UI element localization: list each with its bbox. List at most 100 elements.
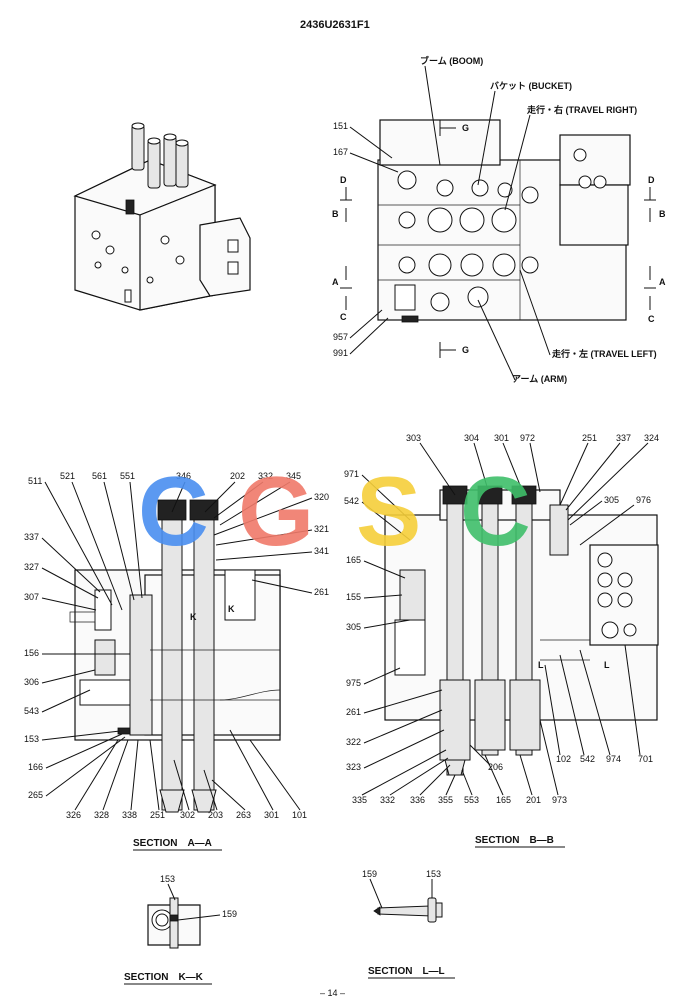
callout-p323: 323 [346,762,361,772]
callout-p307: 307 [24,592,39,602]
section-bb-drawing: L L [384,485,659,776]
label-boom: ブーム (BOOM) [420,55,483,66]
l-marker-2: L [604,660,610,670]
callout-p305a: 305 [604,495,619,505]
callout-c_left: C [340,312,347,322]
callout-p261: 261 [346,707,361,717]
callout-p156: 156 [24,648,39,658]
callout-p332: 332 [380,795,395,805]
section-kk-title: SECTION K—K [124,972,204,983]
callout-151: 151 [333,121,348,131]
callout-957: 957 [333,332,348,342]
callout-p301: 301 [494,433,509,443]
callout-p511: 511 [28,476,42,486]
callout-p701: 701 [638,754,653,764]
callout-p332: 332 [258,471,273,481]
callout-p263: 263 [236,810,251,820]
callout-p261: 261 [314,587,329,597]
callout-p328: 328 [94,810,109,820]
callout-p561: 561 [92,471,107,481]
callout-p201: 201 [526,795,541,805]
callout-p346: 346 [176,471,191,481]
watermark: C G S C [138,456,531,566]
callout-p971: 971 [344,469,359,479]
callout-p335: 335 [352,795,367,805]
callout-p976: 976 [636,495,651,505]
callout-g_top: G [462,123,469,133]
callout-p202: 202 [230,471,245,481]
callout-p159: 159 [362,869,377,879]
watermark-letter-2: G [238,456,314,566]
callout-b_left: B [332,209,339,219]
callout-p203: 203 [208,810,223,820]
watermark-letter-1: C [138,456,209,566]
callout-p251: 251 [582,433,597,443]
callout-p159: 159 [222,909,237,919]
callout-p345: 345 [286,471,301,481]
callout-p304: 304 [464,433,479,443]
label-travel-left: 走行・左 (TRAVEL LEFT) [551,348,657,359]
section-aa-drawing: K K [69,499,281,813]
callout-p543: 543 [24,706,39,716]
callout-p302: 302 [180,810,195,820]
callout-p206: 206 [488,762,503,772]
section-bb-callouts: 303 304 301 972 251 337 324 971 542 305 … [344,433,659,848]
callout-p306: 306 [24,677,39,687]
callout-p303: 303 [406,433,421,443]
callout-p542b: 542 [580,754,595,764]
drawing-number: 2436U2631F1 [300,19,370,31]
callout-a_left: A [332,277,339,287]
callout-p553: 553 [464,795,479,805]
callout-p551: 551 [120,471,135,481]
callout-991: 991 [333,348,348,358]
callout-g_bottom: G [462,345,469,355]
callout-c_right: C [648,314,655,324]
label-travel-right: 走行・右 (TRAVEL RIGHT) [526,104,637,115]
callout-p975: 975 [346,678,361,688]
callout-p166: 166 [28,762,43,772]
label-bucket: バケット (BUCKET) [490,81,572,91]
section-kk-drawing: 153 159 SECTION K—K [124,874,237,985]
footer-text: – 14 – [320,988,345,998]
callout-p542a: 542 [344,496,359,506]
callout-d_left: D [340,175,347,185]
callout-p337: 337 [24,532,39,542]
callout-p153: 153 [24,734,39,744]
callout-d_right: D [648,175,655,185]
callout-p521: 521 [60,471,75,481]
label-arm: アーム (ARM) [512,374,567,384]
callout-p251: 251 [150,810,165,820]
callout-p102: 102 [556,754,571,764]
k-marker-1: K [190,612,197,622]
callout-p973: 973 [552,795,567,805]
callout-p327: 327 [24,562,39,572]
callout-p972: 972 [520,433,535,443]
callout-p355: 355 [438,795,453,805]
section-ll-title: SECTION L—L [368,966,445,977]
top-view [377,119,631,323]
callout-p305b: 305 [346,622,361,632]
callout-p337: 337 [616,433,631,443]
callout-p301: 301 [264,810,279,820]
top-view-labels: ブーム (BOOM) バケット (BUCKET) 走行・右 (TRAVEL RI… [332,55,666,384]
callout-p153: 153 [160,874,175,884]
callout-p265: 265 [28,790,43,800]
callout-p165b: 165 [496,795,511,805]
watermark-letter-4: C [460,456,531,566]
callout-p341: 341 [314,546,329,556]
callout-p165a: 165 [346,555,361,565]
callout-p101: 101 [292,810,307,820]
callout-p321: 321 [314,524,329,534]
l-marker-1: L [538,660,544,670]
callout-p336: 336 [410,795,425,805]
section-ll-drawing: 159 153 SECTION L—L [362,869,455,979]
callout-p974: 974 [606,754,621,764]
callout-p326: 326 [66,810,81,820]
callout-p153: 153 [426,869,441,879]
callout-p324: 324 [644,433,659,443]
k-marker-2: K [228,604,235,614]
callout-p320: 320 [314,492,329,502]
callout-a_right: A [659,277,666,287]
callout-p338: 338 [122,810,137,820]
